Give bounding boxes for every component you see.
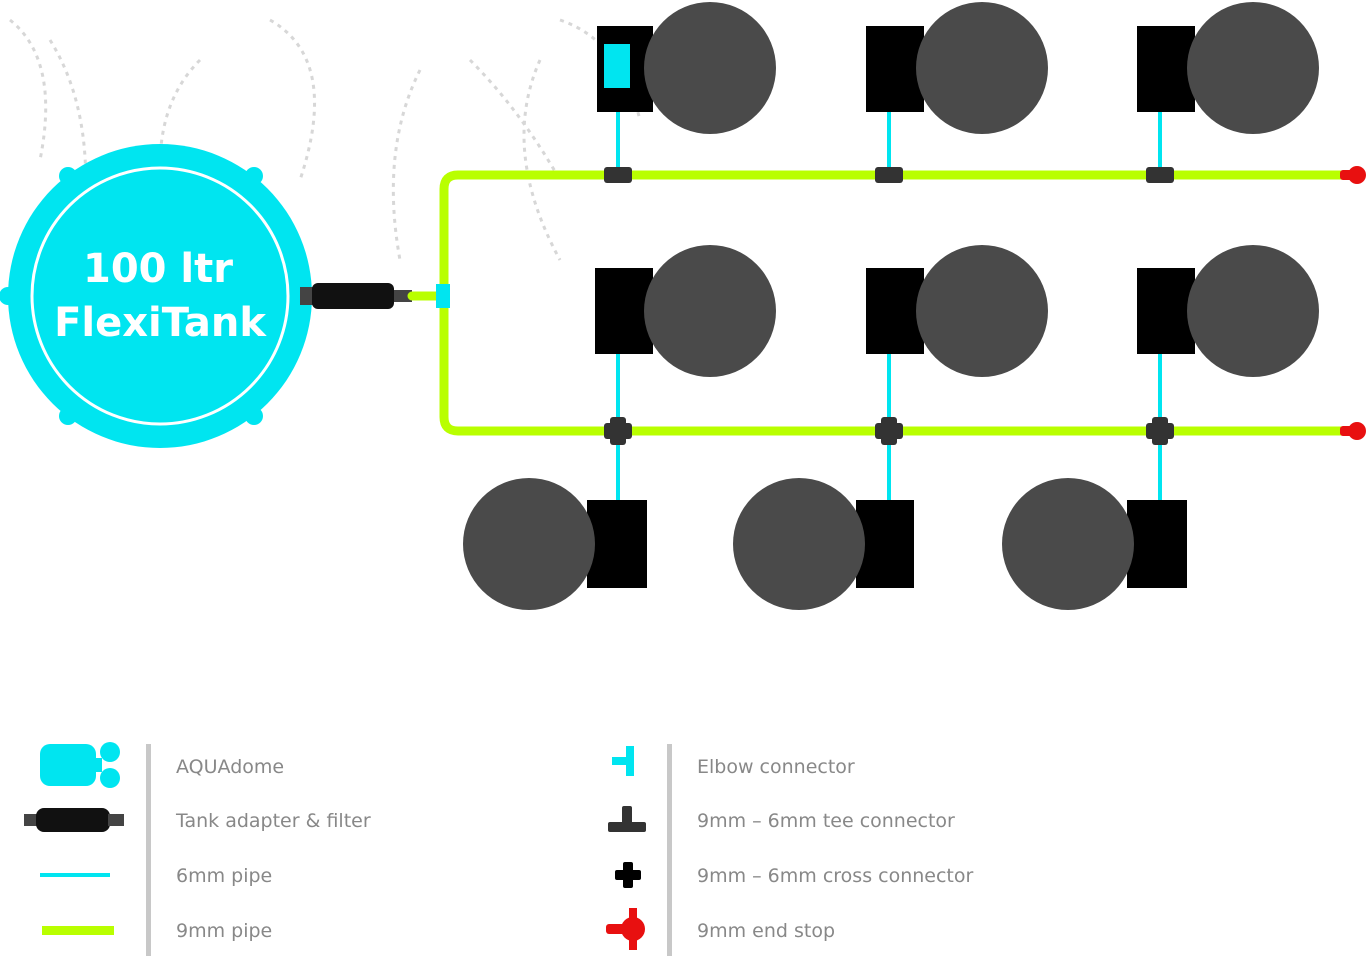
pot	[644, 2, 776, 134]
airdome	[595, 268, 653, 354]
pot	[644, 245, 776, 377]
legend-divider	[667, 744, 672, 956]
legend-label-elbow: Elbow connector	[697, 756, 855, 778]
cyan-pipe-icon	[40, 873, 110, 877]
pot-row-1	[597, 2, 1319, 134]
legend-label-airdome: AQUAdome	[176, 756, 284, 778]
end-stops	[1340, 166, 1366, 440]
legend-label-cross: 9mm – 6mm cross connector	[697, 865, 973, 887]
end-stop-icon	[606, 908, 645, 950]
pot	[916, 245, 1048, 377]
airdome	[1137, 26, 1195, 112]
pot	[1002, 478, 1134, 610]
airdome	[856, 500, 914, 588]
pot	[1187, 2, 1319, 134]
legend-label-end-stop: 9mm end stop	[697, 920, 835, 942]
elbow-connector	[436, 284, 450, 308]
pot	[1187, 245, 1319, 377]
cross-connectors	[604, 417, 1174, 445]
cross-connector-icon	[615, 862, 641, 888]
legend-label-green-pipe: 9mm pipe	[176, 920, 272, 942]
flexitank: 100 ltr FlexiTank	[0, 144, 312, 448]
green-pipe-icon	[42, 926, 114, 935]
tee-connectors	[604, 167, 1174, 183]
tank-label-line2: FlexiTank	[54, 300, 267, 346]
airdome	[1127, 500, 1187, 588]
pot	[916, 2, 1048, 134]
airdome	[866, 268, 924, 354]
legend-label-tee: 9mm – 6mm tee connector	[697, 810, 955, 832]
tank-label-line1: 100 ltr	[83, 246, 233, 292]
airdome	[866, 26, 924, 112]
legend-divider	[146, 744, 151, 956]
airdome	[1137, 268, 1195, 354]
adapter-icon	[24, 808, 124, 832]
pot-row-2	[595, 245, 1319, 377]
t-connector-icon	[608, 806, 646, 832]
legend-label-adapter: Tank adapter & filter	[175, 810, 371, 832]
pot	[463, 478, 595, 610]
elbow-connector	[604, 44, 630, 88]
tank-adapter	[300, 283, 412, 309]
elbow-connector-icon	[612, 746, 634, 776]
legend: AQUAdome Tank adapter & filter 6mm pipe …	[24, 742, 973, 956]
airdome	[587, 500, 647, 588]
legend-label-cyan-pipe: 6mm pipe	[176, 865, 272, 887]
pot	[733, 478, 865, 610]
pot-row-3	[463, 478, 1187, 610]
airdome-icon	[40, 742, 120, 788]
